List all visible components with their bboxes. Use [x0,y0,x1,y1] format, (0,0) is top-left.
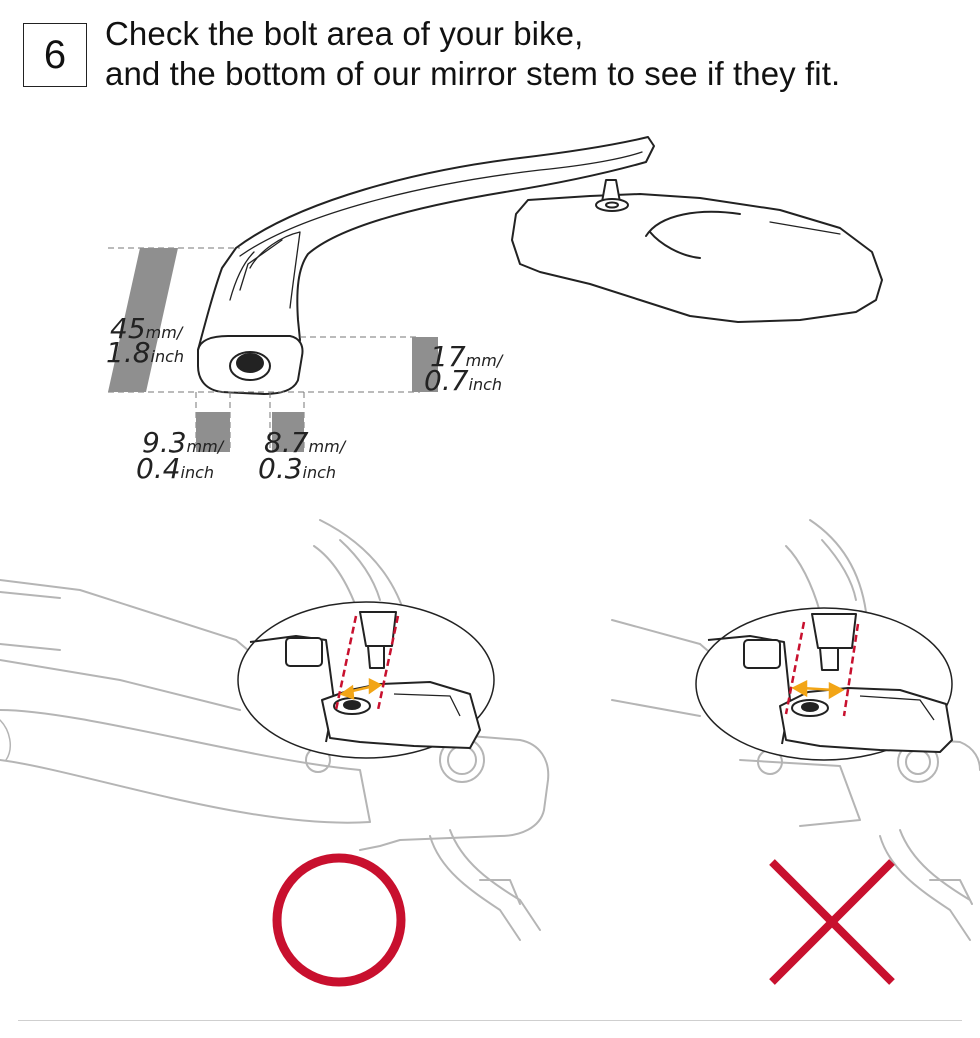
poor-fit-zoom [695,607,953,761]
width-right-bar [272,412,304,452]
height-base-label: 17mm/ [430,340,504,373]
bottom-divider [18,1020,962,1021]
mirror-illustration [197,136,883,395]
instruction-title: Check the bolt area of your bike, and th… [105,14,840,94]
step-number-box: 6 [23,23,87,87]
good-fit-illustration [0,519,550,941]
width-right-inch-label: 0.3inch [258,452,336,485]
height-total-bar [108,248,178,392]
dimension-bars [108,248,438,452]
width-left-bar [196,412,230,452]
good-fit-gap-arrow [339,677,383,700]
instruction-line-1: Check the bolt area of your bike, [105,15,584,52]
good-fit-zoom [237,601,495,759]
width-right-label: 8.7mm/ [264,426,347,459]
dimension-labels: 45mm/ 1.8inch 17mm/ 0.7inch 9.3mm/ 0.4in… [106,312,504,485]
width-left-inch-label: 0.4inch [136,452,214,485]
step-number: 6 [43,32,67,77]
height-total-label: 45mm/ [110,312,184,345]
height-total-inch-label: 1.8inch [106,336,184,369]
poor-fit-illustration [611,519,980,941]
cross-x-icon [769,859,895,985]
instruction-line-2: and the bottom of our mirror stem to see… [105,55,841,92]
height-base-inch-label: 0.7inch [424,364,502,397]
width-left-label: 9.3mm/ [142,426,225,459]
circle-o-icon [272,853,406,987]
height-base-bar [412,337,438,392]
poor-fit-gap-arrow [791,679,845,700]
